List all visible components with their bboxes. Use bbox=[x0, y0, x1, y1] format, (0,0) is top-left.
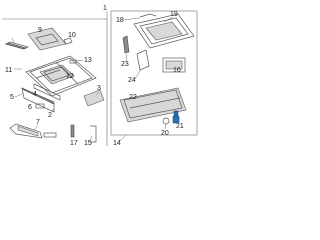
callout-20: 20 bbox=[161, 130, 169, 137]
callout-13: 13 bbox=[84, 57, 92, 64]
callout-18: 18 bbox=[116, 17, 124, 24]
part-20-roller bbox=[162, 117, 170, 125]
callout-6: 6 bbox=[28, 104, 32, 111]
callout-19: 19 bbox=[170, 11, 178, 18]
part-3-sunshade bbox=[83, 89, 105, 107]
callout-4: 4 bbox=[33, 91, 37, 98]
part-8-strip bbox=[5, 41, 29, 50]
leader-23 bbox=[125, 53, 128, 63]
callout-10: 10 bbox=[68, 32, 76, 39]
leader-15 bbox=[89, 135, 93, 142]
part-17-strip bbox=[70, 124, 75, 138]
callout-15: 15 bbox=[84, 140, 92, 147]
part-9-glass-panel bbox=[27, 27, 67, 51]
callout-21: 21 bbox=[176, 123, 184, 130]
callout-14: 14 bbox=[113, 140, 121, 147]
leader-5 bbox=[14, 93, 23, 98]
callout-17: 17 bbox=[70, 140, 78, 147]
callout-7: 7 bbox=[36, 119, 40, 126]
part-5-rail bbox=[21, 87, 55, 113]
part-10-bracket bbox=[63, 37, 73, 45]
callout-1: 1 bbox=[103, 5, 107, 12]
part-7-drain-assembly bbox=[9, 123, 57, 139]
callout-16: 16 bbox=[173, 67, 181, 74]
leader-7 bbox=[33, 124, 39, 131]
part-22-sunshade bbox=[119, 87, 187, 123]
part-24-bracket bbox=[136, 49, 150, 71]
sunroof-main-frame bbox=[25, 55, 97, 97]
part-18-cable bbox=[139, 13, 157, 18]
part-4-rail bbox=[33, 83, 61, 101]
callout-2: 2 bbox=[48, 112, 52, 119]
part-21-highlighted-component bbox=[172, 110, 180, 124]
leader-13 bbox=[75, 59, 84, 62]
leader-24 bbox=[134, 68, 142, 80]
sunroof-parts-diagram: 1 14 9 10 11 13 bbox=[0, 0, 200, 147]
callout-3: 3 bbox=[97, 85, 101, 92]
callout-23: 23 bbox=[121, 61, 129, 68]
callout-12: 12 bbox=[66, 73, 74, 80]
leader-18 bbox=[122, 17, 141, 21]
callout-5: 5 bbox=[10, 94, 14, 101]
callout-9: 9 bbox=[38, 27, 42, 34]
leader-20 bbox=[164, 123, 167, 130]
callout-24: 24 bbox=[128, 77, 136, 84]
callout-22: 22 bbox=[129, 94, 137, 101]
part-15-seal bbox=[90, 125, 97, 143]
part-23-rail bbox=[122, 35, 130, 54]
leader-2 bbox=[51, 107, 55, 113]
sub-assembly-box bbox=[110, 10, 198, 136]
part-16-cover bbox=[162, 57, 186, 73]
leader-8 bbox=[11, 37, 15, 44]
sunshade-housing bbox=[133, 13, 195, 49]
callout-11: 11 bbox=[5, 67, 12, 74]
leader-14 bbox=[119, 134, 127, 142]
part-6-bracket bbox=[35, 103, 45, 109]
leader-3 bbox=[95, 91, 100, 96]
parts-diagram-svg: 1 14 9 10 11 13 bbox=[2, 5, 198, 147]
